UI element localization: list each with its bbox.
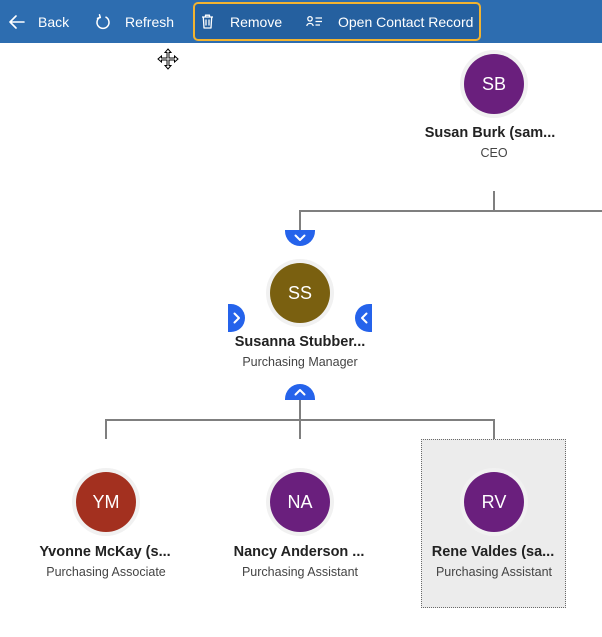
connector-to-report-1: [105, 419, 107, 439]
avatar-root[interactable]: SB: [464, 54, 524, 114]
node-name-root[interactable]: Susan Burk (sam...: [424, 125, 556, 141]
remove-button[interactable]: Remove: [201, 0, 282, 43]
highlighted-actions-group: [193, 2, 481, 41]
refresh-button[interactable]: Refresh: [95, 0, 174, 43]
command-bar: Back Refresh Remove Open Contact Record: [0, 0, 602, 43]
refresh-label: Refresh: [125, 13, 175, 30]
node-name-report-2[interactable]: Nancy Anderson ...: [233, 544, 365, 560]
avatar-report-1[interactable]: YM: [76, 472, 136, 532]
refresh-icon: [95, 13, 111, 30]
node-title-report-2: Purchasing Assistant: [241, 565, 359, 579]
remove-label: Remove: [230, 13, 283, 30]
node-title-root: CEO: [480, 146, 508, 160]
chevron-down-icon: [294, 234, 306, 242]
node-name-report-3[interactable]: Rene Valdes (sa...: [431, 544, 555, 560]
node-name-focus[interactable]: Susanna Stubber...: [234, 334, 366, 350]
node-title-report-3: Purchasing Assistant: [435, 565, 553, 579]
expand-manager-button[interactable]: [285, 230, 315, 246]
open-contact-record-label: Open Contact Record: [338, 13, 474, 30]
avatar-focus[interactable]: SS: [270, 263, 330, 323]
chevron-up-icon: [294, 388, 306, 396]
connector-to-focus: [299, 210, 301, 232]
connector-root-down: [493, 191, 495, 211]
node-title-report-1: Purchasing Associate: [46, 565, 166, 579]
open-contact-record-button[interactable]: Open Contact Record: [306, 0, 473, 43]
arrow-left-icon: [9, 14, 25, 29]
connector-root-horizontal: [299, 210, 602, 212]
chevron-right-icon: [233, 312, 241, 324]
collapse-reports-button[interactable]: [285, 384, 315, 400]
avatar-report-2[interactable]: NA: [270, 472, 330, 532]
trash-icon: [201, 14, 214, 29]
back-button[interactable]: Back: [9, 0, 69, 43]
contact-card-icon: [306, 15, 323, 28]
connector-to-report-3: [493, 419, 495, 439]
back-label: Back: [38, 13, 70, 30]
expand-right-peer-button[interactable]: [355, 304, 372, 332]
move-cursor-icon: [157, 48, 179, 75]
node-title-focus: Purchasing Manager: [242, 355, 358, 369]
avatar-report-3[interactable]: RV: [464, 472, 524, 532]
connector-to-report-2: [299, 419, 301, 439]
node-name-report-1[interactable]: Yvonne McKay (s...: [39, 544, 171, 560]
chevron-left-icon: [360, 312, 368, 324]
expand-left-peer-button[interactable]: [228, 304, 245, 332]
connector-focus-down: [299, 398, 301, 420]
